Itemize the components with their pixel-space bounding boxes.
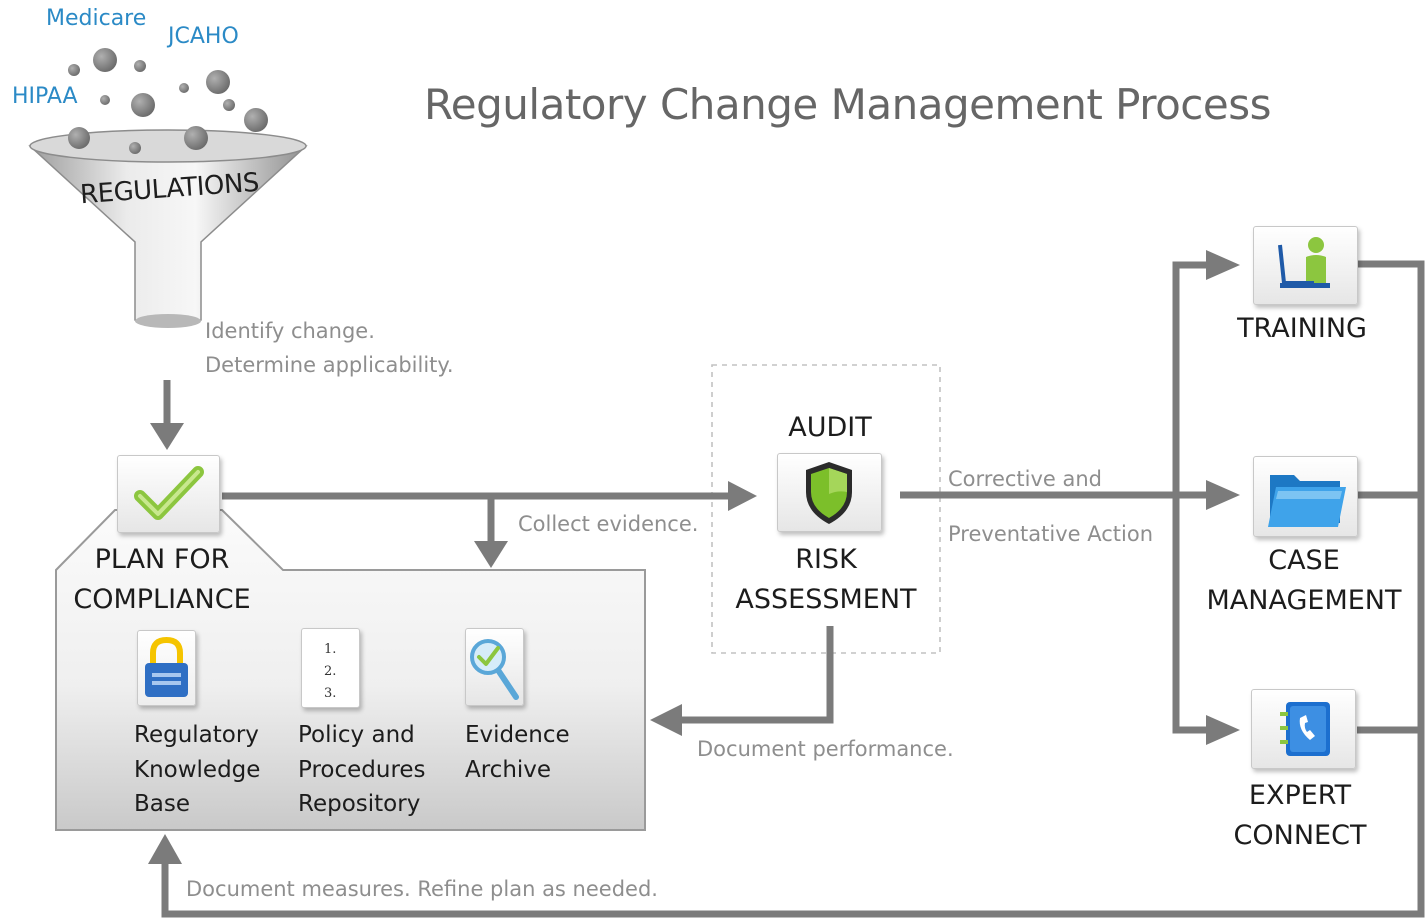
arrowhead	[728, 481, 757, 511]
item-label-line: Policy and	[298, 722, 415, 748]
knowledge-base-tile	[137, 630, 196, 706]
item-label-line: Archive	[465, 756, 552, 783]
case-management-label: CASE MANAGEMENT	[1204, 541, 1404, 621]
expert-connect-label: EXPERT CONNECT	[1200, 776, 1400, 856]
audit-label: AUDIT	[788, 412, 872, 443]
arrowhead	[1206, 715, 1240, 745]
plan-label-line: PLAN FOR	[94, 544, 230, 575]
audit-label-line: ASSESSMENT	[735, 584, 917, 615]
numbered-list-icon: 1. 2. 3.	[324, 639, 336, 705]
training-label: TRAINING	[1237, 313, 1367, 344]
action-label-line: CONNECT	[1233, 820, 1367, 851]
person-at-desk-icon	[1278, 237, 1330, 288]
plan-label-line: COMPLIANCE	[73, 584, 251, 615]
list-number: 1.	[324, 642, 337, 657]
plan-label: PLAN FOR COMPLIANCE	[62, 540, 262, 620]
risk-assessment-label: RISK ASSESSMENT	[726, 540, 926, 620]
arrow-return-loop	[161, 260, 1425, 918]
item-label-line: Evidence	[465, 722, 570, 748]
item-label-line: Regulatory	[134, 722, 259, 748]
source-label-hipaa: HIPAA	[12, 84, 78, 109]
action-label-line: CASE	[1268, 545, 1340, 576]
arrowhead	[474, 541, 508, 568]
list-number: 2.	[324, 664, 337, 679]
note-document-performance: Document performance.	[697, 737, 954, 761]
training-icon-tile	[1253, 226, 1358, 305]
note-document-measures: Document measures. Refine plan as needed…	[186, 877, 658, 901]
policy-repository-label: Policy and Procedures Repository	[298, 718, 426, 822]
action-label-line: MANAGEMENT	[1206, 585, 1402, 616]
page-title: Regulatory Change Management Process	[424, 80, 1271, 129]
arrowhead	[1206, 250, 1240, 280]
note-line: Corrective and	[948, 467, 1103, 491]
regulations-funnel	[28, 129, 308, 328]
checkmark-icon	[134, 466, 204, 520]
audit-label-line: RISK	[795, 544, 857, 575]
note-corrective-action: Corrective and Preventative Action	[948, 452, 1153, 562]
note-collect-evidence: Collect evidence.	[518, 512, 699, 536]
lock-icon	[145, 636, 188, 697]
evidence-archive-tile	[465, 628, 524, 706]
arrow-trunk	[1172, 261, 1213, 734]
magnifier-check-icon	[470, 639, 519, 700]
arrowhead	[150, 423, 184, 450]
note-line: Identify change.	[205, 319, 375, 343]
regulation-balls	[68, 48, 268, 154]
note-identify-change: Identify change. Determine applicability…	[205, 314, 454, 382]
folder-icon	[1268, 475, 1346, 527]
item-label-line: Knowledge	[134, 756, 261, 783]
arrowhead	[148, 834, 182, 864]
shield-icon	[806, 462, 852, 524]
knowledge-base-label: Regulatory Knowledge Base	[134, 718, 260, 822]
arrowhead	[1206, 480, 1240, 510]
source-label-jcaho: JCAHO	[168, 24, 239, 49]
item-label-line: Base	[134, 791, 191, 817]
case-management-icon-tile	[1253, 456, 1358, 537]
item-label-line: Repository	[298, 791, 421, 817]
item-label-line: Procedures	[298, 756, 426, 783]
note-line: Preventative Action	[948, 522, 1154, 546]
plan-icon-tile	[117, 455, 220, 533]
expert-connect-icon-tile	[1251, 689, 1356, 769]
list-number: 3.	[324, 686, 337, 701]
audit-icon-tile	[777, 453, 882, 532]
phone-book-icon	[1280, 702, 1330, 756]
note-line: Determine applicability.	[205, 353, 454, 377]
source-label-medicare: Medicare	[46, 6, 147, 31]
policy-repository-tile: 1. 2. 3.	[301, 628, 360, 708]
evidence-archive-label: Evidence Archive	[465, 718, 570, 787]
arrowhead	[650, 704, 682, 736]
action-label-line: EXPERT	[1248, 780, 1352, 811]
arrow-document-performance	[680, 626, 834, 724]
audit-group-boundary	[711, 364, 941, 654]
